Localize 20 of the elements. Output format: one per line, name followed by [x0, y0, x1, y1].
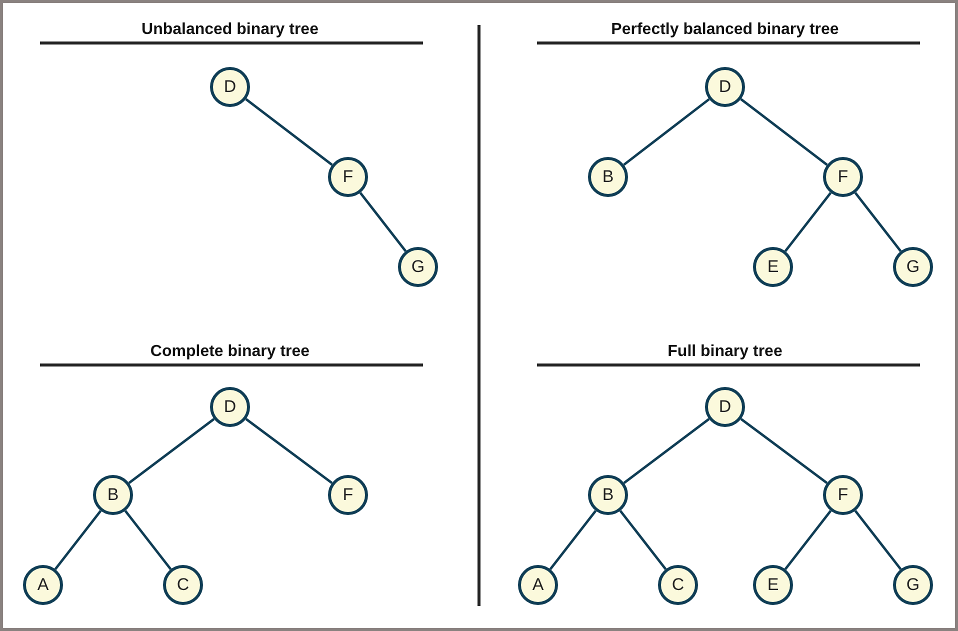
tree-edge [623, 418, 710, 484]
tree-edge [245, 418, 333, 484]
tree-edge [549, 510, 597, 570]
tree-edge [124, 510, 172, 570]
tree-edge [740, 98, 828, 166]
tree-title: Full binary tree [666, 342, 784, 362]
tree-edge [854, 192, 902, 252]
tree-edge [245, 98, 333, 166]
tree-edge [784, 510, 832, 570]
tree-edge [854, 510, 902, 570]
tree-edge [359, 192, 407, 252]
tree-title: Perfectly balanced binary tree [610, 20, 840, 40]
tree-edge [623, 98, 710, 166]
tree-title: Unbalanced binary tree [140, 20, 320, 40]
tree-edge [54, 510, 102, 570]
tree-edge [128, 418, 215, 484]
tree-edge [740, 418, 828, 484]
tree-edge [619, 510, 667, 570]
tree-edge [784, 192, 832, 252]
tree-title: Complete binary tree [149, 342, 311, 362]
